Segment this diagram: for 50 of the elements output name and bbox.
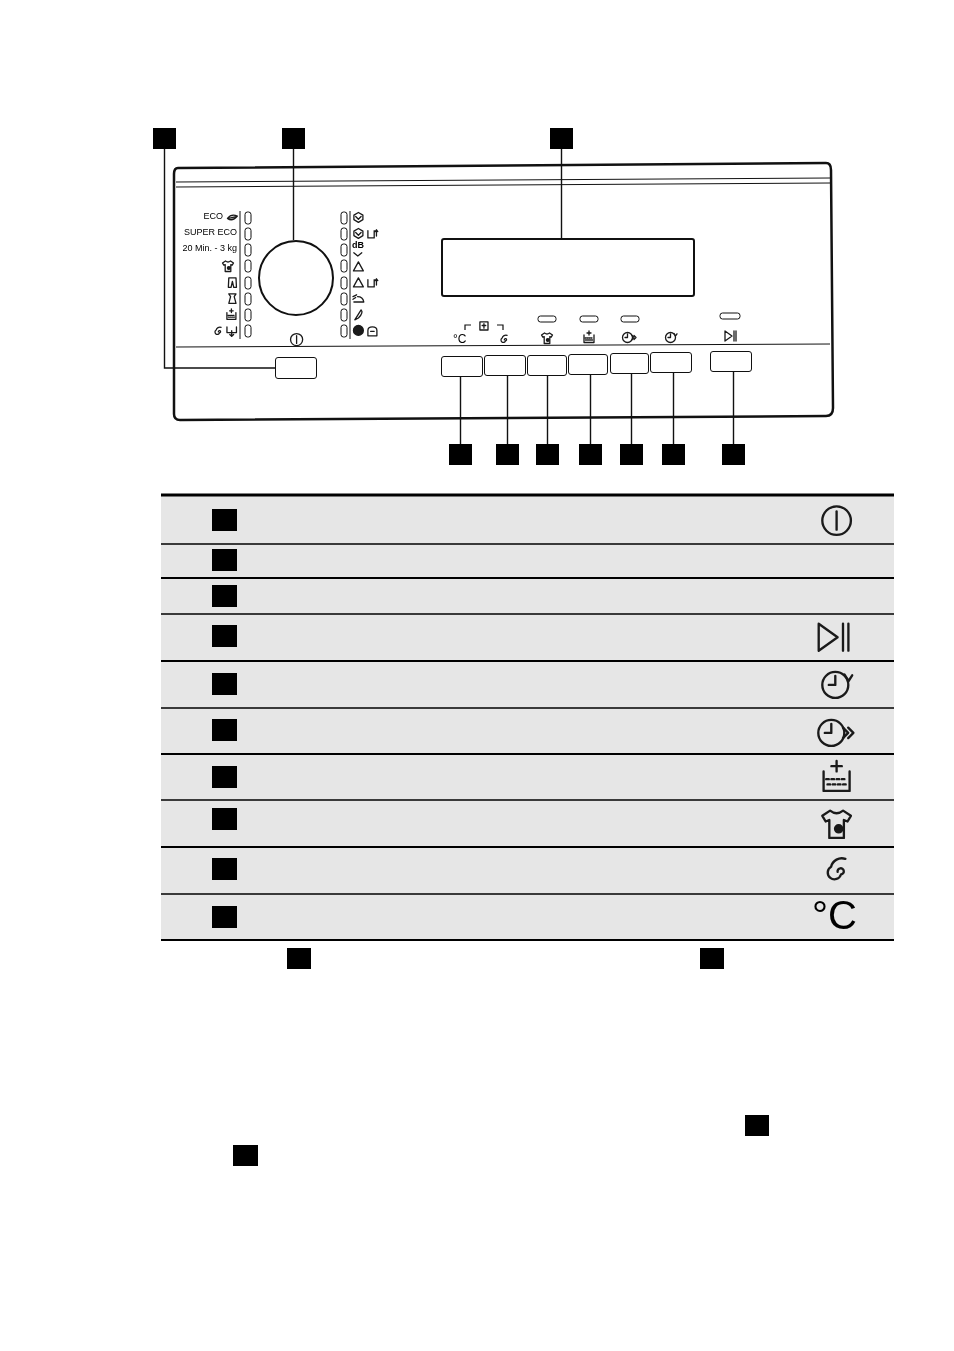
- mode-label: dB: [352, 241, 364, 250]
- leader-line: [459, 376, 462, 445]
- callout-square: [662, 444, 685, 465]
- display-window: [441, 238, 695, 297]
- callout-square: [212, 625, 237, 647]
- leader-line: [589, 374, 592, 445]
- control-button: [650, 352, 692, 373]
- callout-square: [212, 766, 237, 788]
- mode-label: SUPER ECO: [184, 228, 237, 237]
- temperature-symbol: °C: [453, 333, 467, 345]
- callout-square: [212, 509, 237, 531]
- callout-square: [287, 948, 311, 969]
- callout-square: [212, 673, 237, 695]
- callout-square: [700, 948, 724, 969]
- callout-square: [536, 444, 559, 465]
- callout-square: [212, 549, 237, 571]
- leader-line: [672, 372, 675, 445]
- callout-square: [620, 444, 643, 465]
- callout-square: [212, 585, 237, 607]
- callout-square: [212, 808, 237, 830]
- leader-line: [506, 375, 509, 445]
- callout-square: [233, 1145, 258, 1166]
- callout-square: [449, 444, 472, 465]
- callout-square: [496, 444, 519, 465]
- control-button: [710, 351, 752, 372]
- callout-square: [550, 128, 573, 149]
- leader-line: [732, 371, 735, 445]
- callout-square: [579, 444, 602, 465]
- control-button: [610, 353, 649, 374]
- callout-square: [282, 128, 305, 149]
- control-button: [484, 355, 526, 376]
- temperature-symbol: °C: [812, 895, 857, 935]
- mode-label: ECO: [203, 212, 223, 221]
- callout-square: [212, 906, 237, 928]
- leader-line: [560, 148, 563, 239]
- callout-square: [212, 858, 237, 880]
- leader-line: [163, 148, 276, 369]
- callout-square: [722, 444, 745, 465]
- mode-label: 20 Min. - 3 kg: [182, 244, 237, 253]
- callout-square: [212, 719, 237, 741]
- control-button: [568, 354, 608, 375]
- power-button: [275, 357, 317, 379]
- leader-line: [292, 148, 295, 241]
- control-button: [441, 356, 483, 377]
- leader-line: [546, 375, 549, 445]
- leader-line: [630, 373, 633, 445]
- callout-square: [745, 1115, 769, 1136]
- control-button: [527, 355, 567, 376]
- program-dial: [258, 240, 334, 316]
- callout-square: [153, 128, 176, 149]
